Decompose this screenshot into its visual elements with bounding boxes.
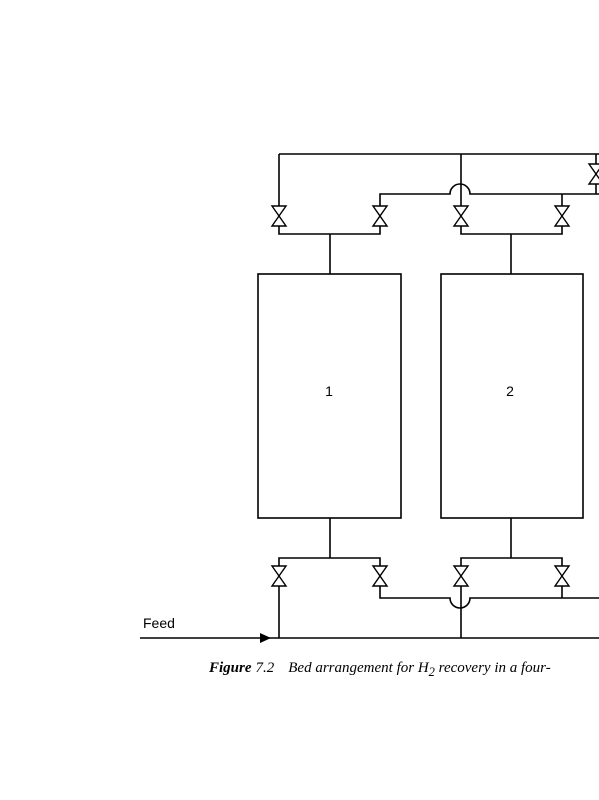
- top-piping: [278, 153, 599, 274]
- bed2-top-manifold: [460, 226, 563, 235]
- bed2-top-right-valve: [553, 205, 571, 227]
- right-edge-valve: [587, 163, 599, 185]
- bed2-feed-valve: [452, 565, 470, 587]
- bed2-bottom-right-valve: [553, 565, 571, 587]
- valves: [270, 163, 599, 587]
- bed1-bottom-right-valve: [371, 565, 389, 587]
- bottom-purge-line: [379, 586, 599, 609]
- bottom-piping: [140, 518, 599, 643]
- caption-figure-number: 7.2: [255, 660, 275, 676]
- bed1-top-manifold: [278, 226, 381, 235]
- bed1-bottom-manifold: [278, 557, 381, 566]
- caption-text-start: Bed arrangement for H: [288, 660, 429, 676]
- caption-text-end: recovery in a four-: [434, 660, 551, 676]
- bed2-top-left-valve: [452, 205, 470, 227]
- bed1-top-right-valve: [371, 205, 389, 227]
- top-equalization-line: [379, 183, 599, 206]
- feed-label: Feed: [143, 615, 175, 631]
- caption-figure-word: Figure: [209, 660, 252, 676]
- bed-1-label: 1: [325, 383, 333, 399]
- adsorber-bed-2: [440, 273, 584, 519]
- caption-subscript: 2: [428, 665, 435, 679]
- bed2-bottom-manifold: [460, 557, 563, 566]
- bed1-top-left-valve: [270, 205, 288, 227]
- bed-2-label: 2: [506, 383, 514, 399]
- feed-arrowhead: [260, 633, 271, 643]
- bed1-feed-valve: [270, 565, 288, 587]
- beds: 1 2: [257, 273, 584, 519]
